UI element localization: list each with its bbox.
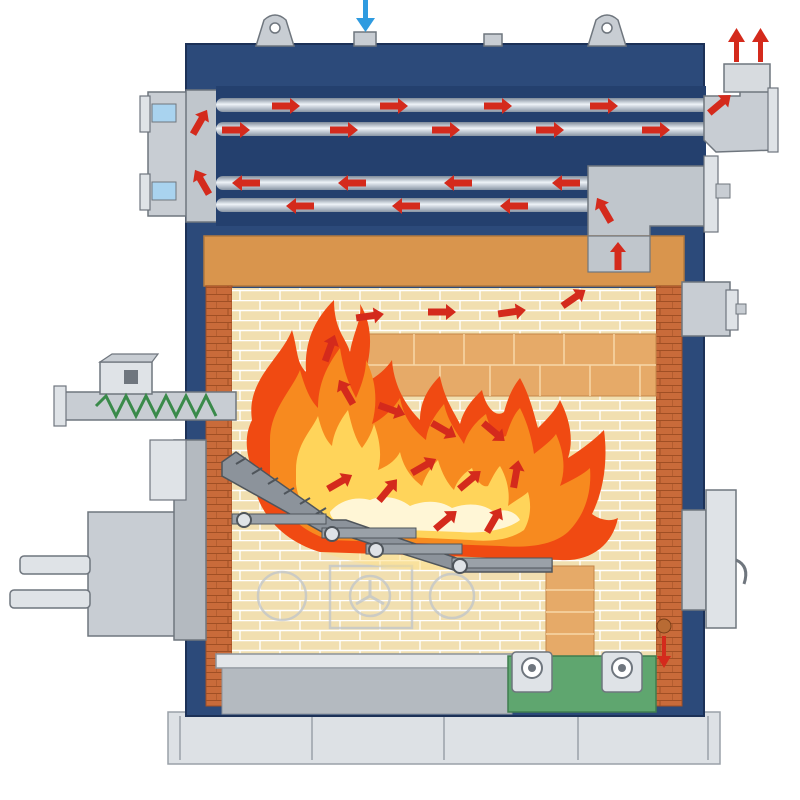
- flow-arrow-icon: [560, 289, 586, 309]
- baffle-block: [365, 333, 657, 397]
- flow-arrow-icon: [428, 304, 456, 320]
- side-brick-wall-left: [205, 285, 233, 707]
- auger-feeder: [53, 353, 237, 427]
- flow-arrow-icon: [707, 95, 731, 116]
- top-inlet-port: [353, 31, 377, 47]
- flow-arrow-icon: [193, 169, 213, 196]
- fan-icon: [348, 574, 392, 618]
- flow-arrow-icon: [610, 242, 626, 270]
- flow-arrow-icon: [484, 98, 512, 114]
- lifting-lug-left: [254, 14, 296, 47]
- right-fitting-upper: [681, 281, 747, 337]
- flow-arrow-icon: [552, 175, 580, 191]
- ash-door-block: [545, 565, 595, 659]
- flow-arrow-icon: [272, 98, 300, 114]
- flow-arrow-icon: [222, 122, 250, 138]
- left-header: [139, 89, 219, 223]
- flow-arrow-icon: [286, 198, 314, 214]
- lifting-lug-right: [586, 14, 628, 47]
- sight-glass: [656, 618, 672, 634]
- flow-arrow-icon: [376, 479, 397, 503]
- flow-arrow-icon: [444, 175, 472, 191]
- ash-tray: [215, 651, 657, 715]
- moving-grate: [221, 451, 553, 574]
- flow-arrow-icon: [657, 636, 671, 668]
- side-brick-wall-right: [655, 285, 683, 707]
- top-port-right: [483, 33, 503, 47]
- gas-flow-arrows: [189, 95, 731, 668]
- flow-arrow-icon: [330, 122, 358, 138]
- flow-arrow-icon: [410, 457, 437, 477]
- flow-arrow-icon: [337, 379, 357, 406]
- flow-arrow-icon: [338, 175, 366, 191]
- flow-arrow-icon: [392, 198, 420, 214]
- flow-arrow-icon: [433, 511, 457, 532]
- flow-arrow-icon: [326, 473, 353, 493]
- base-platform: [167, 711, 721, 765]
- flow-arrow-icon: [321, 334, 339, 363]
- right-inspection-door: [681, 489, 748, 629]
- flow-arrow-icon: [481, 420, 505, 441]
- exhaust-arrow-icon: [728, 28, 769, 62]
- flow-arrow-icon: [642, 122, 670, 138]
- inlet-arrow-icon: [356, 0, 375, 32]
- lower-chamber-ports: [256, 564, 476, 630]
- flow-arrow-icon: [595, 197, 615, 224]
- blower-housing: [9, 439, 207, 641]
- tube-lower-1: [216, 176, 602, 190]
- flow-arrow-icon: [483, 507, 503, 534]
- flow-arrow-icon: [590, 98, 618, 114]
- flow-arrow-icon: [536, 122, 564, 138]
- flow-arrow-icon: [457, 471, 481, 492]
- flow-arrow-icon: [232, 175, 260, 191]
- flow-arrow-icon: [355, 307, 384, 324]
- flow-arrow-icon: [497, 303, 526, 320]
- flow-arrow-icon: [377, 401, 406, 419]
- flow-arrow-icon: [189, 109, 209, 136]
- flow-arrow-icon: [380, 98, 408, 114]
- flow-arrow-icon: [430, 419, 457, 439]
- flow-arrow-icon: [508, 460, 525, 489]
- flow-arrow-icon: [500, 198, 528, 214]
- auger-screw-icon: [94, 392, 218, 420]
- tube-upper-2: [216, 122, 716, 136]
- flow-arrow-icon: [432, 122, 460, 138]
